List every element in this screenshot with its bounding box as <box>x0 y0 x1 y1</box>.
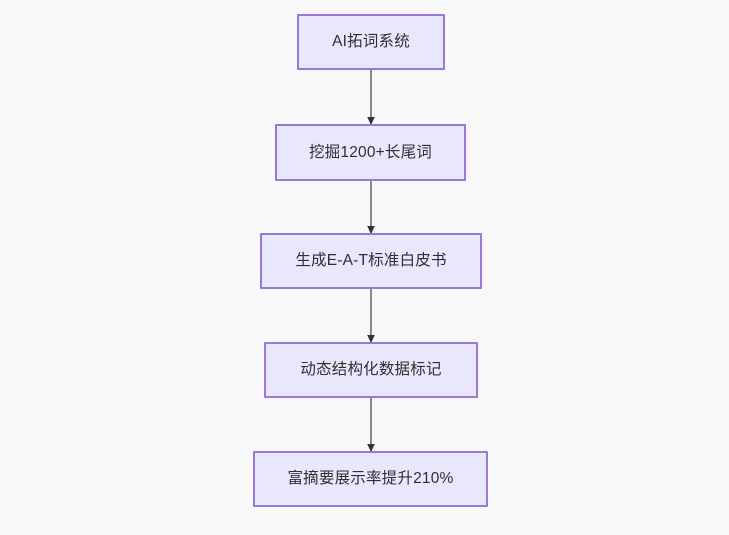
flow-node-generate-eat-whitepaper[interactable]: 生成E-A-T标准白皮书 <box>260 233 482 289</box>
flow-node-label: 富摘要展示率提升210% <box>287 470 454 488</box>
flow-node-label: 生成E-A-T标准白皮书 <box>295 252 447 270</box>
flow-node-rich-snippet-impression-uplift[interactable]: 富摘要展示率提升210% <box>253 451 488 507</box>
flow-node-label: AI拓词系统 <box>332 33 410 51</box>
flow-node-mine-longtail-keywords[interactable]: 挖掘1200+长尾词 <box>275 124 466 181</box>
flow-node-label: 挖掘1200+长尾词 <box>308 143 433 161</box>
flow-node-ai-keyword-system[interactable]: AI拓词系统 <box>297 14 445 70</box>
flow-node-label: 动态结构化数据标记 <box>300 361 442 379</box>
flow-node-dynamic-structured-data-markup[interactable]: 动态结构化数据标记 <box>264 342 478 398</box>
